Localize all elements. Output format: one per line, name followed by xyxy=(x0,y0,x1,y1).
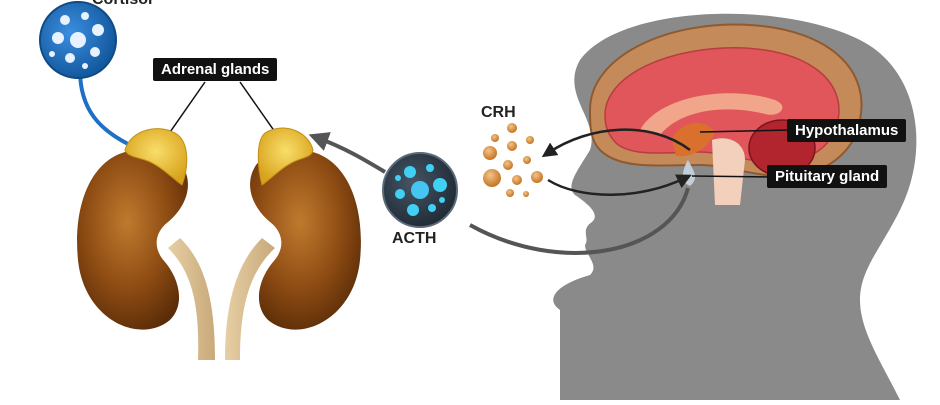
crh-dot xyxy=(503,160,513,170)
acth-to-adrenal-arrow xyxy=(308,132,387,174)
acth-bubble xyxy=(382,152,458,228)
adrenal-pointer-left xyxy=(167,81,206,136)
cortisol-bubble xyxy=(39,1,117,79)
acth-release-path xyxy=(469,187,690,255)
crh-cluster xyxy=(483,123,543,197)
right-adrenal-gland xyxy=(257,127,314,186)
crh-dot xyxy=(507,141,517,151)
hypothalamus-label: Hypothalamus xyxy=(787,119,907,142)
crh-dot xyxy=(483,169,501,187)
left-adrenal-gland xyxy=(124,128,188,186)
crh-dot xyxy=(491,134,499,142)
pituitary-gland-label: Pituitary gland xyxy=(767,165,888,188)
cortisol-label: Cortisol xyxy=(92,0,152,9)
crh-dot xyxy=(523,156,531,164)
crh-release-arrow xyxy=(541,128,691,158)
crh-dot xyxy=(506,189,514,197)
crh-dot xyxy=(526,136,534,144)
crh-dot xyxy=(523,191,529,197)
right-ureter xyxy=(225,238,275,360)
crh-dot xyxy=(483,146,497,160)
crh-dot xyxy=(512,175,522,185)
right-kidney xyxy=(250,150,361,330)
left-ureter xyxy=(168,238,215,360)
cortisol-connector xyxy=(78,69,131,147)
crh-label: CRH xyxy=(481,104,516,121)
left-kidney xyxy=(77,150,188,330)
corpus-callosum xyxy=(640,93,783,135)
acth-label: ACTH xyxy=(392,230,437,247)
adrenal-pointer-right xyxy=(239,81,276,133)
crh-to-pituitary-arrow xyxy=(547,174,692,196)
hypothalamus-pointer xyxy=(699,129,791,133)
pituitary-pointer xyxy=(691,175,771,178)
adrenal-glands-label: Adrenal glands xyxy=(153,58,278,81)
crh-dot xyxy=(531,171,543,183)
crh-dot xyxy=(507,123,517,133)
brainstem xyxy=(712,138,745,205)
